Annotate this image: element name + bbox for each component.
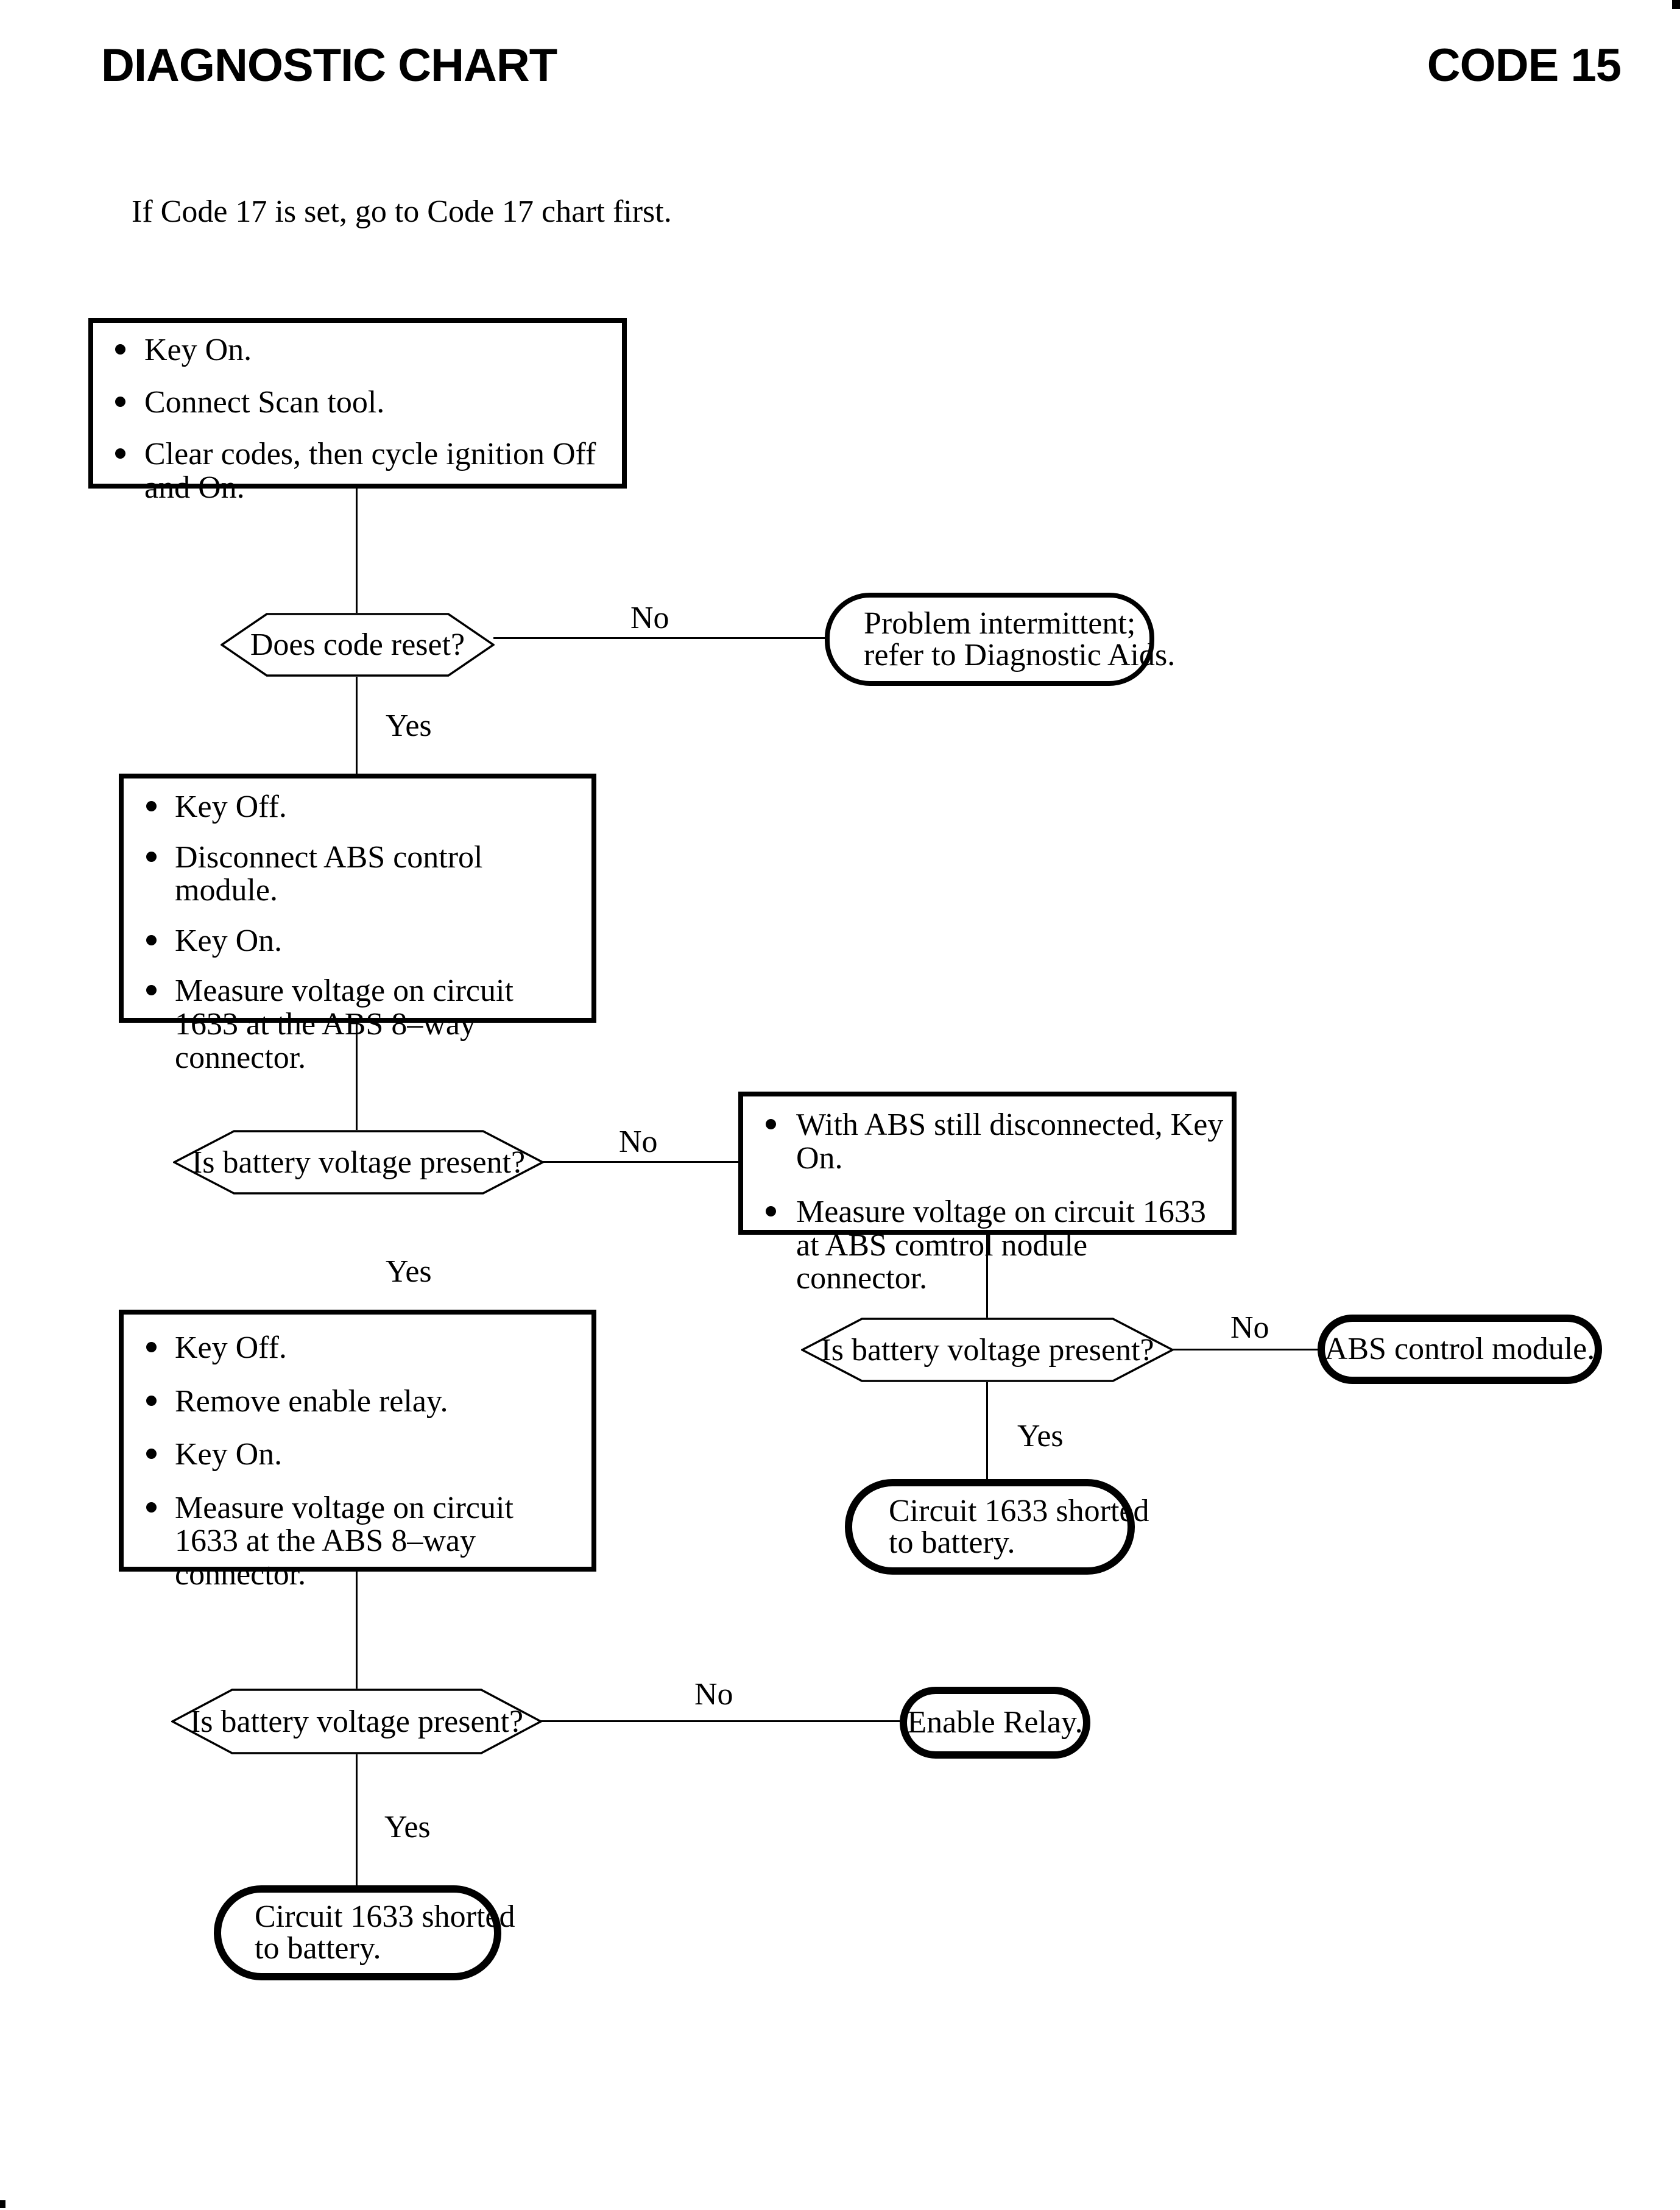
connector-line xyxy=(356,1023,358,1130)
connector-line xyxy=(986,1382,988,1479)
bullet-text: Key Off. xyxy=(175,789,287,824)
bullet-text: Measure voltage on circuit 1633 at the A… xyxy=(175,973,514,1075)
connector-line xyxy=(356,677,358,774)
terminal-problem-intermittent: Problem intermittent; refer to Diagnosti… xyxy=(825,593,1176,686)
bullet-dot xyxy=(146,1502,157,1513)
connector-line xyxy=(493,637,826,639)
bullet-text: Key On. xyxy=(144,333,252,367)
bullet-text: Key On. xyxy=(175,1437,283,1472)
bullet-dot xyxy=(146,1342,157,1352)
terminal-text: Circuit 1633 shorted xyxy=(889,1493,1149,1528)
connector-line xyxy=(986,1235,988,1318)
list-item: Clear codes, then cycle ignition Off and… xyxy=(115,437,616,505)
branch-label-no: No xyxy=(630,601,669,635)
connector-line xyxy=(1173,1349,1319,1350)
list-item: Key On. xyxy=(146,923,585,958)
terminal-enable-relay: Enable Relay. xyxy=(900,1687,1090,1759)
list-item: Disconnect ABS control module. xyxy=(146,841,585,908)
bullet-text: With ABS still disconnected, Key On. xyxy=(796,1107,1224,1176)
intro-note: If Code 17 is set, go to Code 17 chart f… xyxy=(132,194,672,229)
branch-label-yes: Yes xyxy=(384,1810,431,1845)
decision-text: Does code reset? xyxy=(250,627,465,662)
bullet-text: Connect Scan tool. xyxy=(144,384,385,420)
bullet-dot xyxy=(146,1449,157,1460)
scan-speck xyxy=(1672,0,1680,9)
decision-does-code-reset: Does code reset? xyxy=(221,613,495,677)
bullet-dot xyxy=(146,801,157,811)
branch-label-no: No xyxy=(619,1124,658,1159)
decision-text: Is battery voltage present? xyxy=(189,1704,524,1739)
connector-line xyxy=(543,1161,738,1163)
decision-text: Is battery voltage present? xyxy=(821,1332,1154,1368)
bullet-text: Remove enable relay. xyxy=(175,1383,448,1419)
bullet-text: Measure voltage on circuit 1633 at the A… xyxy=(175,1490,514,1592)
branch-label-no: No xyxy=(1230,1310,1269,1345)
terminal-text: to battery. xyxy=(255,1931,381,1966)
list-item: Key Off. xyxy=(146,789,585,824)
hexagon-shape xyxy=(221,613,495,677)
terminal-text: ABS control module. xyxy=(1324,1332,1595,1366)
bullet-text: Measure voltage on circuit 1633 at ABS c… xyxy=(796,1195,1206,1296)
branch-label-yes: Yes xyxy=(386,708,432,743)
list-item: Remove enable relay. xyxy=(146,1385,585,1419)
branch-label-yes: Yes xyxy=(386,1254,432,1289)
process-box-abs-disconnected: With ABS still disconnected, Key On. Mea… xyxy=(738,1092,1237,1295)
connector-line xyxy=(356,489,358,613)
connector-line xyxy=(356,1572,358,1689)
list-item: Connect Scan tool. xyxy=(115,386,616,420)
branch-label-no: No xyxy=(694,1677,733,1712)
decision-battery-voltage-1: Is battery voltage present? xyxy=(173,1130,544,1195)
terminal-abs-control-module: ABS control module. xyxy=(1318,1315,1602,1384)
bullet-dot xyxy=(146,1395,157,1406)
bullet-dot xyxy=(766,1206,776,1217)
process-box-remove-relay: Key Off. Remove enable relay. Key On. Me… xyxy=(119,1310,596,1591)
terminal-text: refer to Diagnostic Aids. xyxy=(864,637,1176,673)
list-item: Measure voltage on circuit 1633 at ABS c… xyxy=(766,1195,1226,1296)
page-code: CODE 15 xyxy=(1427,40,1622,91)
list-item: Key Off. xyxy=(146,1330,585,1365)
connector-line xyxy=(356,1754,358,1885)
list-item: Key On. xyxy=(115,333,616,367)
bullet-text: Disconnect ABS control module. xyxy=(175,839,483,908)
bullet-text: Key On. xyxy=(175,923,283,958)
branch-label-yes: Yes xyxy=(1017,1419,1064,1453)
terminal-circuit-shorted-right: Circuit 1633 shorted to battery. xyxy=(845,1479,1149,1575)
bullet-dot xyxy=(115,448,125,459)
scan-speck xyxy=(0,2200,5,2208)
connector-line xyxy=(541,1720,900,1722)
bullet-dot xyxy=(146,934,157,945)
decision-text: Is battery voltage present? xyxy=(191,1145,526,1180)
process-box-disconnect-abs: Key Off. Disconnect ABS control module. … xyxy=(119,774,596,1074)
bullet-text: Clear codes, then cycle ignition Off and… xyxy=(144,437,596,505)
bullet-dot xyxy=(115,396,125,407)
bullet-dot xyxy=(115,344,125,355)
list-item: Measure voltage on circuit 1633 at the A… xyxy=(146,1490,585,1592)
decision-battery-voltage-2: Is battery voltage present? xyxy=(801,1318,1174,1382)
terminal-text: Problem intermittent; xyxy=(864,605,1136,641)
terminal-text: Circuit 1633 shorted xyxy=(255,1899,515,1934)
bullet-text: Key Off. xyxy=(175,1330,287,1365)
bullet-dot xyxy=(766,1119,776,1129)
terminal-circuit-shorted-left: Circuit 1633 shorted to battery. xyxy=(214,1885,515,1980)
terminal-text: Enable Relay. xyxy=(907,1705,1083,1740)
bullet-dot xyxy=(146,851,157,862)
terminal-text: to battery. xyxy=(889,1525,1015,1560)
bullet-dot xyxy=(146,985,157,996)
list-item: With ABS still disconnected, Key On. xyxy=(766,1107,1226,1176)
decision-battery-voltage-3: Is battery voltage present? xyxy=(171,1689,542,1754)
list-item: Measure voltage on circuit 1633 at the A… xyxy=(146,975,585,1075)
page-title: DIAGNOSTIC CHART xyxy=(101,40,557,91)
process-box-key-on: Key On. Connect Scan tool. Clear codes, … xyxy=(88,318,627,504)
list-item: Key On. xyxy=(146,1438,585,1472)
